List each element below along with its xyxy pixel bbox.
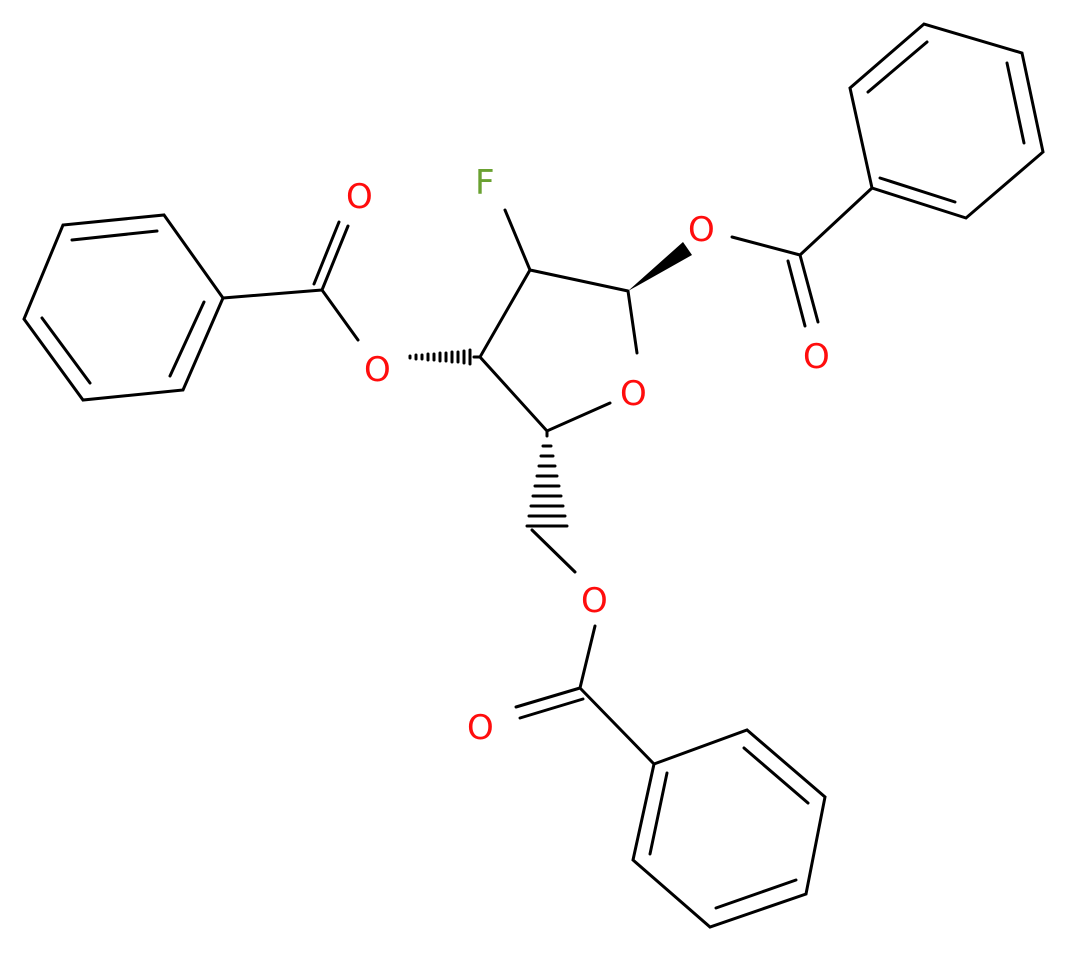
ring-a-inner-bonds — [866, 40, 1026, 204]
ring-b-bonds — [22, 213, 225, 402]
ring-c-inner-bonds — [648, 746, 810, 910]
ring-a-bonds — [848, 22, 1045, 220]
o1-carbonyl-label: O — [803, 337, 830, 377]
bonds — [22, 22, 1045, 929]
atom-labels: F O O O O O O O — [346, 163, 830, 748]
ring-c-bonds — [631, 728, 827, 929]
o5-carbonyl-label: O — [467, 708, 494, 748]
ring-b-inner-bonds — [40, 229, 206, 385]
o3-ester-label: O — [364, 350, 391, 390]
o3-carbonyl-label: O — [346, 177, 373, 217]
c3-ester-bonds — [221, 220, 360, 342]
furanose-ring-bonds — [478, 208, 639, 433]
c1-wedge-bond — [628, 242, 692, 291]
c1-ester-bonds — [730, 186, 874, 328]
o5-ester-label: O — [581, 581, 608, 621]
fluorine-label: F — [475, 163, 495, 203]
c3-hash-bond — [408, 348, 482, 366]
c5-ester-bonds — [514, 528, 656, 766]
o1-ester-label: O — [688, 210, 715, 250]
ring-oxygen-label: O — [620, 374, 647, 414]
c4-hash-bond — [525, 429, 569, 528]
